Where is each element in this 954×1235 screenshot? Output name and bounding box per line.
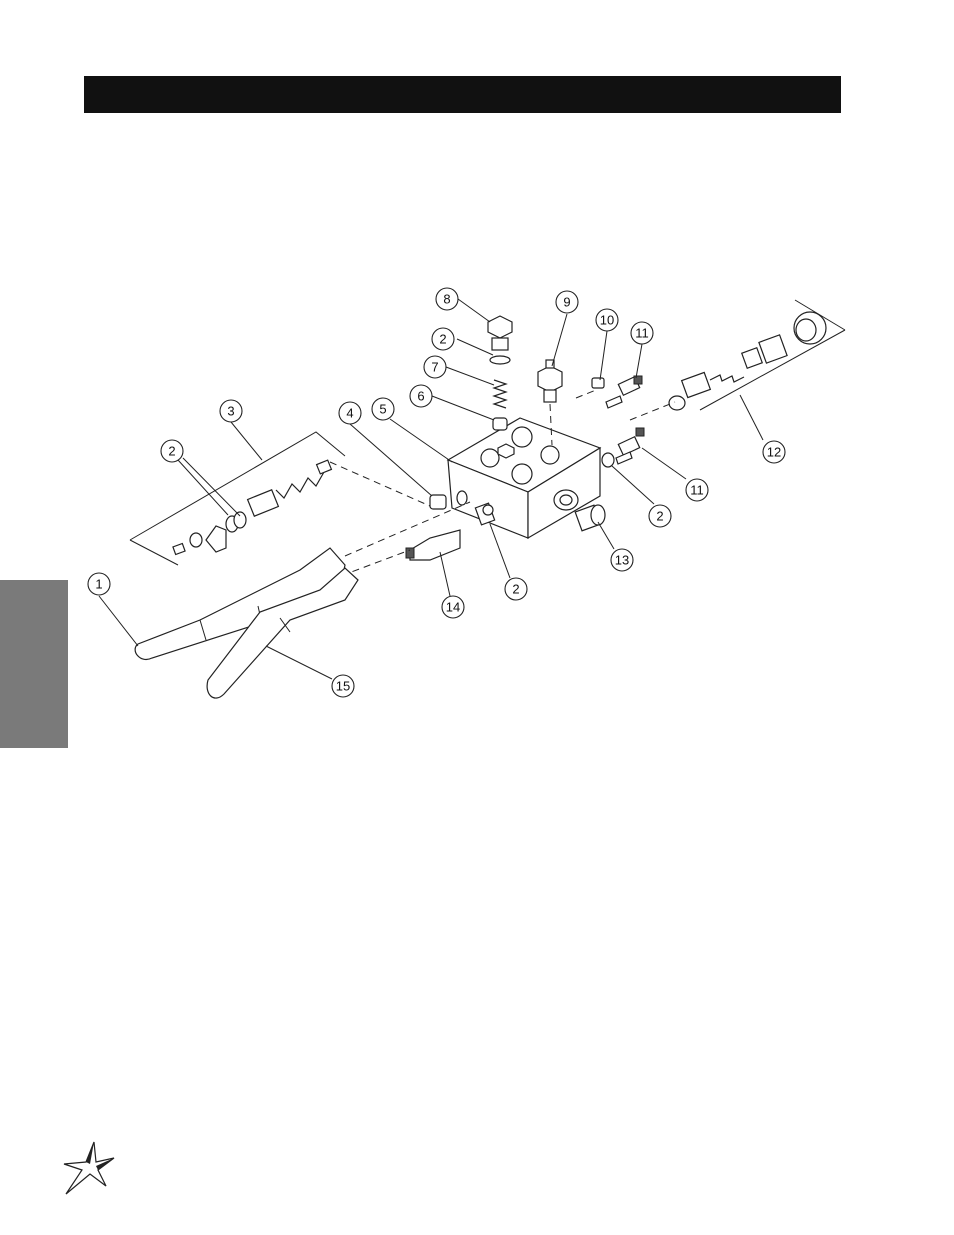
- callout-2-left: 2: [161, 440, 183, 462]
- svg-text:3: 3: [227, 404, 234, 419]
- poppet-part-4: [430, 495, 446, 509]
- o-ring-left: [457, 491, 467, 505]
- o-ring-right: [602, 453, 614, 467]
- svg-text:11: 11: [690, 483, 704, 498]
- cap-part: [576, 378, 604, 398]
- callout-2-right: 2: [649, 505, 671, 527]
- callout-6: 6: [410, 385, 432, 407]
- svg-text:7: 7: [431, 360, 438, 375]
- svg-text:9: 9: [563, 295, 570, 310]
- link-part: [406, 530, 460, 560]
- svg-text:15: 15: [336, 679, 350, 694]
- callout-2-bottom: 2: [505, 578, 527, 600]
- svg-text:12: 12: [767, 445, 781, 460]
- o-ring-top: [490, 356, 510, 364]
- callout-1: 1: [88, 573, 110, 595]
- svg-text:14: 14: [446, 600, 460, 615]
- svg-text:2: 2: [656, 509, 663, 524]
- svg-text:6: 6: [417, 389, 424, 404]
- fitting-part: [538, 360, 562, 402]
- spring-top: [494, 380, 506, 408]
- callout-12: 12: [763, 441, 785, 463]
- relief-valve-upper: [606, 376, 642, 408]
- callout-7: 7: [424, 356, 446, 378]
- svg-text:2: 2: [168, 444, 175, 459]
- svg-text:2: 2: [512, 582, 519, 597]
- star-burst-icon: [60, 1140, 116, 1196]
- svg-text:11: 11: [635, 326, 649, 341]
- svg-text:10: 10: [600, 313, 614, 328]
- svg-text:2: 2: [439, 332, 446, 347]
- svg-text:1: 1: [95, 577, 102, 592]
- callout-10: 10: [596, 309, 618, 331]
- fitting-part-2-lower: [475, 503, 494, 525]
- callout-14: 14: [442, 596, 464, 618]
- callout-2-top: 2: [432, 328, 454, 350]
- callout-3: 3: [220, 400, 242, 422]
- callout-13: 13: [611, 549, 633, 571]
- callout-11-upper: 11: [631, 322, 653, 344]
- svg-text:13: 13: [615, 553, 629, 568]
- callout-8: 8: [436, 288, 458, 310]
- callout-11-lower: 11: [686, 479, 708, 501]
- callout-15: 15: [332, 675, 354, 697]
- valve-body: [448, 418, 600, 538]
- callout-9: 9: [556, 291, 578, 313]
- callout-5: 5: [372, 398, 394, 420]
- callout-4: 4: [339, 402, 361, 424]
- relief-valve-lower: [616, 428, 644, 464]
- spool-assembly-right: [669, 312, 826, 410]
- svg-text:5: 5: [379, 402, 386, 417]
- poppet-part: [493, 418, 507, 430]
- plug-part: [488, 316, 512, 350]
- svg-text:8: 8: [443, 292, 450, 307]
- svg-text:4: 4: [346, 406, 353, 421]
